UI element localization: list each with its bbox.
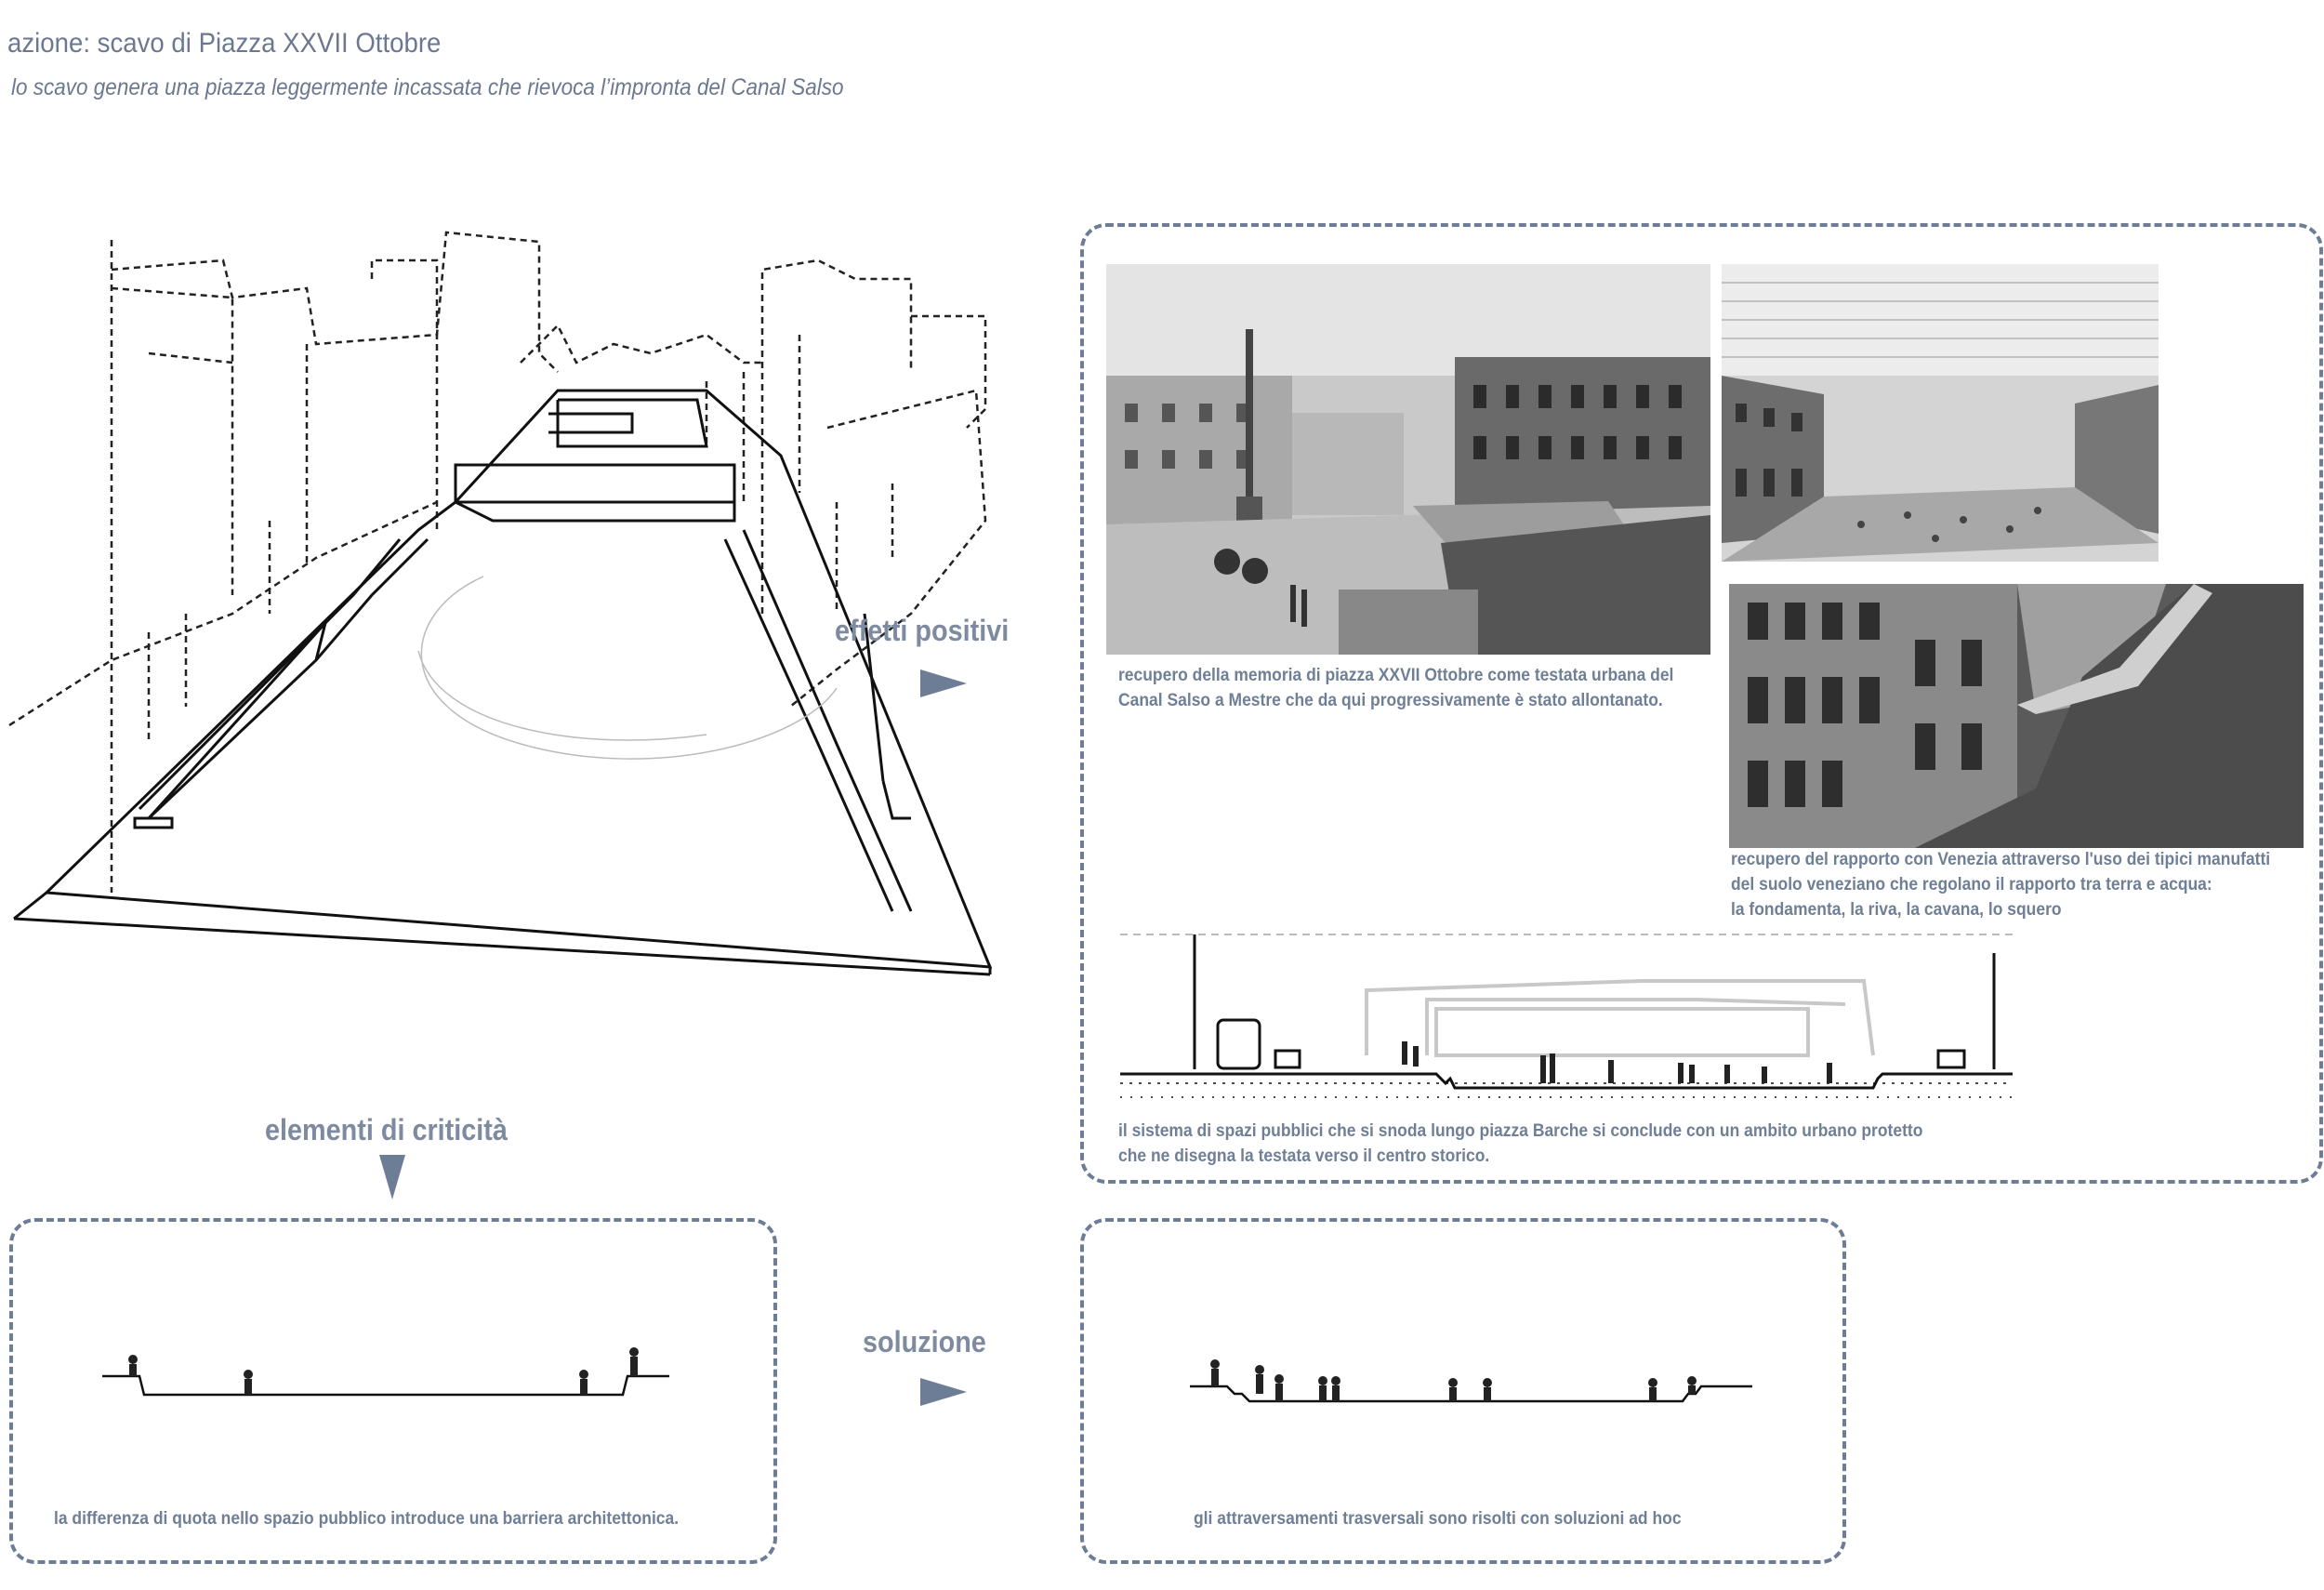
- caption-critical: la differenza di quota nello spazio pubb…: [54, 1509, 680, 1529]
- arrow-right-icon: [920, 1378, 967, 1406]
- positive-effects-panel: [1080, 223, 2323, 1184]
- arrow-down-icon: [379, 1155, 405, 1199]
- label-critical-elements: elementi di criticità: [265, 1113, 508, 1146]
- page-title: azione: scavo di Piazza XXVII Ottobre: [7, 28, 442, 59]
- solution-section-sketch: [1190, 1353, 1757, 1418]
- perspective-sketch: [0, 223, 1004, 986]
- urban-section-sketch: [1120, 916, 2013, 1130]
- arrow-right-icon: [920, 669, 967, 697]
- label-positive-effects: effetti positivi: [835, 614, 1010, 647]
- critical-elements-panel: [9, 1218, 777, 1564]
- venice-canal-photo: [1729, 584, 2304, 848]
- page-subtitle: lo scavo genera una piazza leggermente i…: [11, 74, 844, 100]
- engraving-image: [1722, 264, 2159, 562]
- label-solution: soluzione: [863, 1325, 986, 1358]
- caption-public-spaces: il sistema di spazi pubblici che si snod…: [1118, 1121, 1923, 1166]
- historic-piazza-photo: [1106, 264, 1710, 655]
- solution-panel: [1080, 1218, 1846, 1564]
- caption-memory: recupero della memoria di piazza XXVII O…: [1118, 666, 1674, 710]
- critical-section-sketch: [102, 1339, 679, 1404]
- caption-solution: gli attraversamenti trasversali sono ris…: [1194, 1509, 1682, 1529]
- caption-venice-relationship: recupero del rapporto con Venezia attrav…: [1731, 850, 2271, 920]
